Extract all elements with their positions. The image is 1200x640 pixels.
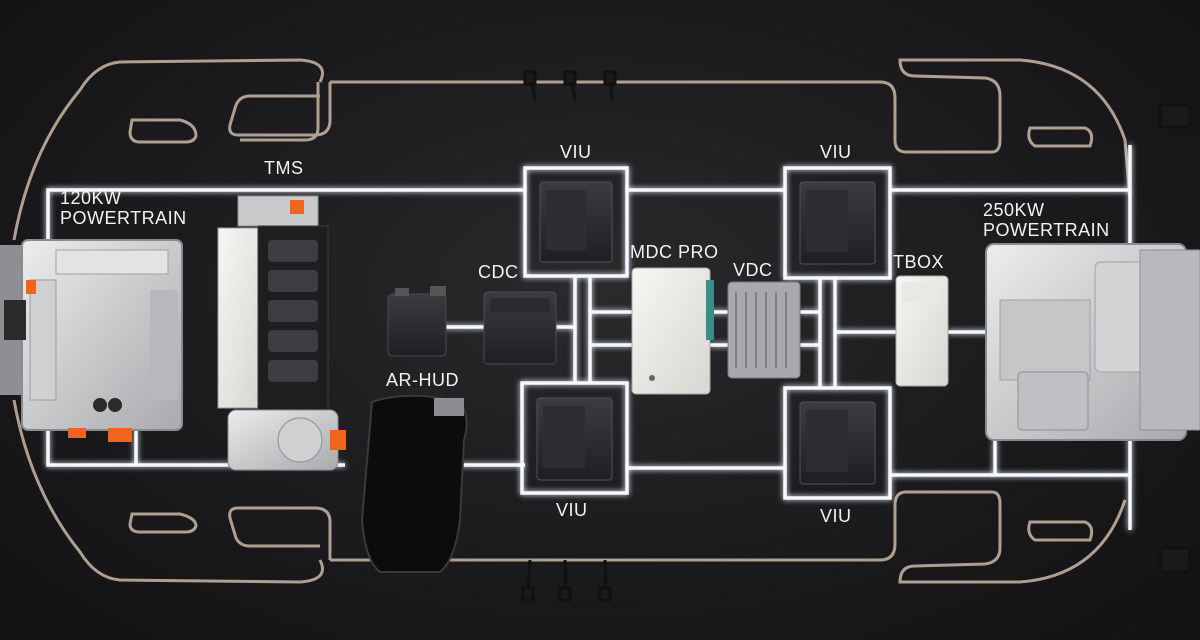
powertrain-120kw-unit — [0, 239, 183, 442]
powertrain-250kw-power: 250KW — [983, 200, 1045, 220]
powertrain-120kw-power: 120KW — [60, 188, 122, 208]
powertrain-250kw-unit — [985, 243, 1200, 441]
viu-top-left-label: VIU — [560, 142, 592, 162]
viu-bottom-left-label: VIU — [556, 500, 588, 520]
tms-unit — [217, 195, 346, 471]
tbox-label: TBOX — [893, 252, 945, 272]
mdc-pro-label: MDC PRO — [630, 242, 719, 262]
mdc-pro-unit — [631, 267, 714, 395]
viu-top-right-label: VIU — [820, 142, 852, 162]
powertrain-120kw-label: 120KW POWERTRAIN — [60, 188, 187, 228]
ar-hud-label: AR-HUD — [386, 370, 459, 390]
vdc-unit — [727, 281, 801, 379]
viu-module-bottom-left — [536, 397, 613, 481]
cdc-unit — [483, 291, 557, 365]
sensor-cables — [521, 70, 1192, 602]
vdc-label: VDC — [733, 260, 773, 280]
viu-module-top-right — [799, 181, 876, 265]
tms-label: TMS — [264, 158, 304, 178]
cdc-label: CDC — [478, 262, 519, 282]
ar-hud-unit — [360, 394, 468, 573]
powertrain-120kw-title: POWERTRAIN — [60, 208, 187, 228]
viu-bottom-right-label: VIU — [820, 506, 852, 526]
viu-module-top-left — [539, 181, 613, 263]
viu-module-bottom-right — [799, 401, 876, 485]
tbox-unit — [895, 275, 949, 387]
powertrain-250kw-title: POWERTRAIN — [983, 220, 1110, 240]
hud-controller-unit — [387, 286, 447, 357]
powertrain-250kw-label: 250KW POWERTRAIN — [983, 200, 1110, 240]
